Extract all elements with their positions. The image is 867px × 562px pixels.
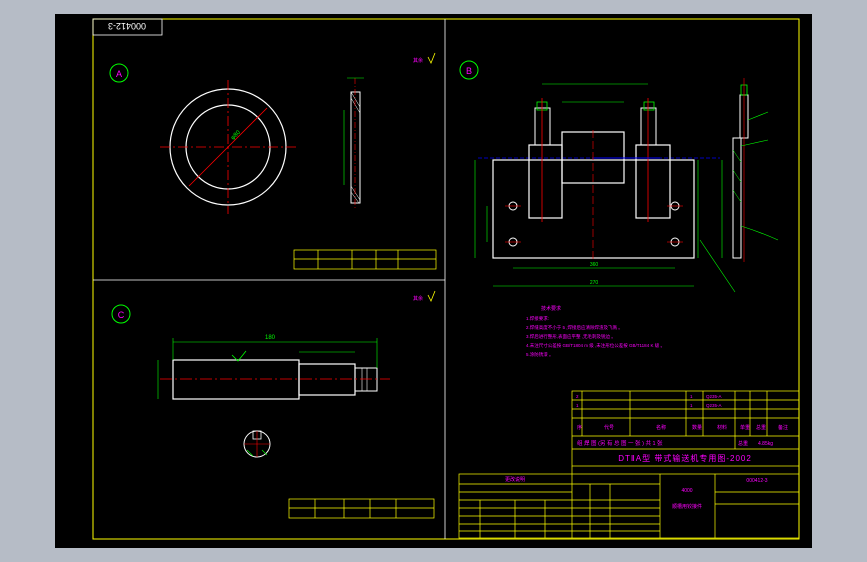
shaft-roughness-icon — [231, 350, 247, 362]
view-a-roughness: 其余 — [413, 57, 423, 64]
roughness-symbol-icon — [427, 52, 436, 64]
drawing-no: 000412-3 — [746, 478, 767, 484]
b-width-text: 360 — [590, 262, 599, 268]
note-line: 2.焊缝高度不小于 5 ,焊接后应清除焊渣及飞溅 。 — [526, 324, 623, 331]
left-post-stem — [534, 107, 551, 146]
b-side-hatch — [732, 149, 742, 163]
tb-row2-material: Q235-A — [706, 403, 722, 408]
view-c-balloon — [111, 304, 131, 324]
title-block — [458, 390, 800, 539]
view-a-title-block — [293, 249, 437, 270]
tb-header-name: 名称 — [656, 424, 666, 431]
ring-hatch — [350, 91, 361, 108]
view-c-roughness: 其余 — [413, 295, 423, 302]
tb-row1-no: 2 — [576, 394, 579, 399]
tb-row1-material: Q235-A — [706, 394, 722, 399]
section-hatch — [261, 449, 268, 456]
change-log-title: 更改说明 — [505, 476, 525, 483]
view-a-label: A — [116, 69, 122, 79]
ring-hatch — [350, 191, 360, 204]
note-line: 4.未注尺寸公差按 GB/T1804 m 级 ,未注形位公差按 GB/T1184… — [526, 342, 665, 349]
drawing-sheet — [55, 14, 812, 548]
tb-row2-no: 1 — [576, 403, 579, 408]
ring-side-profile — [350, 91, 361, 204]
right-post-stem — [640, 107, 657, 146]
tb-unit-label: 总重 — [738, 440, 748, 447]
tb-header-remark: 备注 — [778, 424, 788, 431]
right-post-cap — [643, 101, 655, 111]
note-line: 3.焊后进行整形,表面应平整 ,无毛刺及锐边 。 — [526, 333, 616, 340]
b-side-hatch — [732, 189, 742, 203]
b-leader — [747, 111, 769, 121]
tb-header-total-weight: 总重 — [756, 424, 766, 431]
sheet-code: 4000 — [681, 488, 692, 494]
view-c-title-block — [288, 498, 435, 519]
shaft-length-text: 180 — [265, 335, 276, 341]
tb-header-unit-weight: 单重 — [740, 424, 750, 431]
b-leader — [699, 239, 736, 293]
notes-heading: 技术要求 — [541, 305, 561, 312]
view-b-balloon — [459, 60, 479, 80]
b-total-text: 270 — [590, 280, 599, 286]
tb-bom-line: 组 焊 图 (另 有 总 图 一 张 ) 共 1 张 — [577, 439, 663, 447]
number-stamp-box — [92, 18, 163, 36]
tb-row2-qty: 1 — [690, 403, 693, 408]
number-stamp: 000412-3 — [108, 21, 146, 31]
b-side-hatch — [732, 169, 742, 183]
b-leader — [740, 139, 769, 147]
drawing-name: 顺槽用铰接件 — [672, 503, 702, 510]
note-line: 1.焊接要求: — [526, 315, 549, 322]
b-side-plate — [732, 137, 742, 259]
tb-header-code: 代号 — [604, 424, 614, 431]
view-c-label: C — [118, 310, 125, 320]
note-line: 5.涂防锈漆 。 — [526, 351, 554, 358]
tb-header-no: 序 — [577, 424, 582, 431]
shaft-thread-end — [354, 367, 378, 392]
roughness-symbol-icon — [427, 290, 436, 302]
ring-dia-leader — [188, 107, 268, 187]
tb-header-qty: 数量 — [692, 424, 702, 431]
ring-hatch — [350, 97, 361, 114]
section-hatch — [246, 449, 254, 457]
tb-row1-qty: 1 — [690, 394, 693, 399]
drawing-frame — [92, 18, 800, 540]
base-plate — [492, 159, 695, 259]
ring-hatch — [350, 185, 361, 201]
view-a-balloon — [109, 63, 129, 83]
b-leader — [740, 225, 779, 241]
drawing-title: DTⅡA型 带式输送机专用图-2002 — [618, 453, 752, 463]
view-b-label: B — [466, 66, 472, 76]
tb-header-material: 材料 — [717, 424, 727, 431]
tb-unit-value: 4.85kg — [758, 441, 773, 447]
